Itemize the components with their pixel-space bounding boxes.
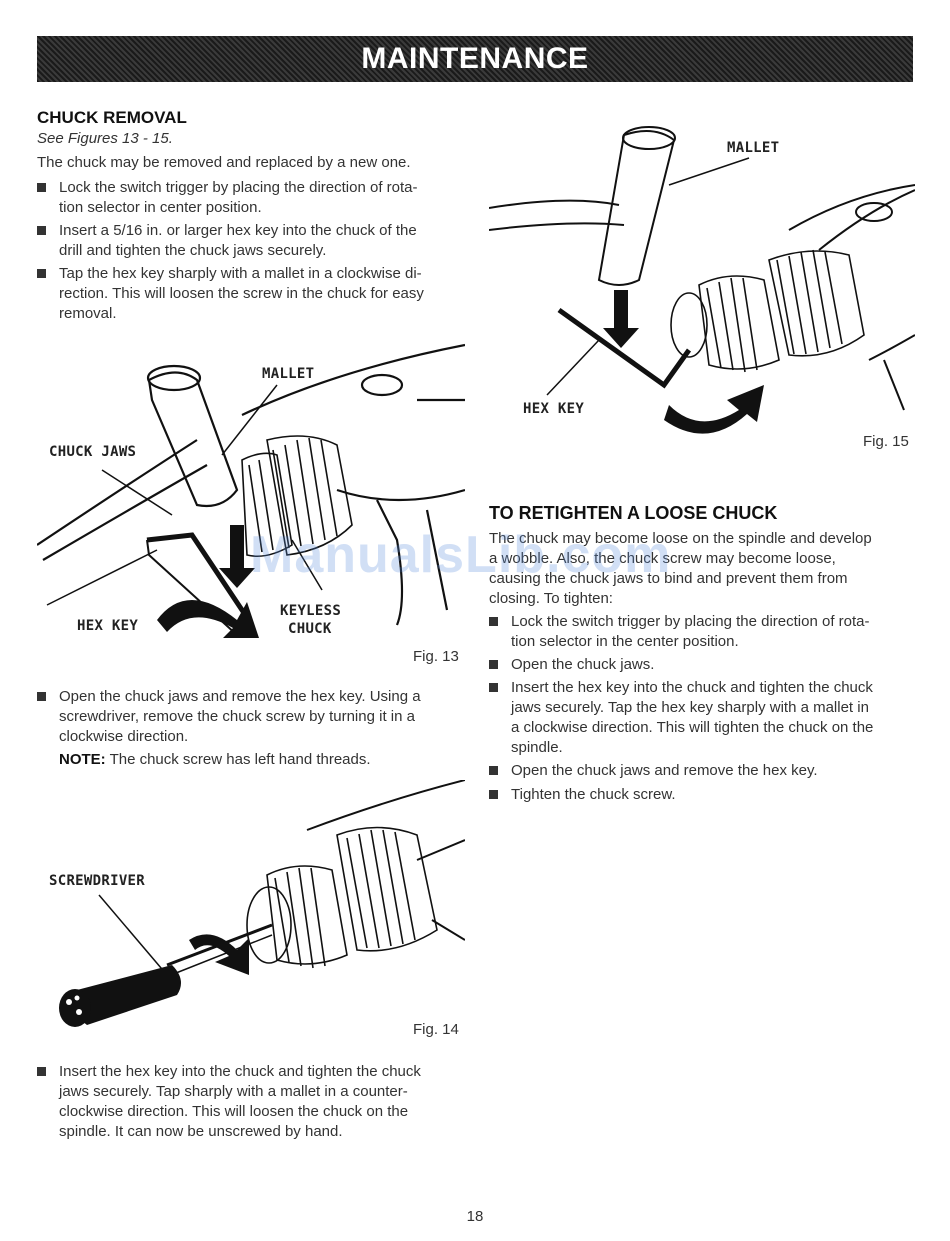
line: spindle. It can now be unscrewed by hand… bbox=[59, 1123, 343, 1140]
note-label: NOTE: bbox=[59, 751, 106, 768]
line: clockwise direction. bbox=[59, 728, 189, 745]
line: Lock the switch trigger by placing the d… bbox=[511, 613, 870, 630]
figure-14-illustration: SCREWDRIVER bbox=[49, 780, 465, 1027]
callout-chuck: CHUCK bbox=[288, 621, 332, 637]
line: drill and tighten the chuck jaws securel… bbox=[59, 242, 327, 259]
figure-15-illustration: MALLET HEX KEY bbox=[489, 126, 915, 434]
page-number: 18 bbox=[466, 1208, 484, 1225]
callout-mallet: MALLET bbox=[727, 140, 779, 156]
line: jaws securely. Tap the hex key sharply w… bbox=[511, 699, 869, 716]
line: Lock the switch trigger by placing the d… bbox=[59, 179, 418, 196]
callout-keyless: KEYLESS bbox=[280, 603, 341, 619]
banner-title: MAINTENANCE bbox=[361, 42, 589, 75]
list-item: Open the chuck jaws and remove the hex k… bbox=[37, 687, 489, 747]
line: closing. To tighten: bbox=[489, 590, 613, 607]
list-item: Insert the hex key into the chuck and ti… bbox=[37, 1062, 489, 1142]
note-text: The chuck screw has left hand threads. bbox=[105, 751, 371, 768]
list-item: Tighten the chuck screw. bbox=[489, 785, 936, 805]
line: causing the chuck jaws to bind and preve… bbox=[489, 570, 848, 587]
line: clockwise direction. This will loosen th… bbox=[59, 1103, 409, 1120]
line: Insert the hex key into the chuck and ti… bbox=[59, 1063, 421, 1080]
chuck-removal-heading: CHUCK REMOVAL bbox=[37, 108, 187, 127]
callout-chuck-jaws: CHUCK JAWS bbox=[49, 444, 136, 460]
list-item: Open the chuck jaws. bbox=[489, 655, 936, 675]
see-figures-note: See Figures 13 - 15. bbox=[37, 130, 173, 147]
figure-13-illustration: MALLET CHUCK JAWS HEX KEY KEYLESS CHUCK bbox=[37, 343, 465, 638]
line: Insert the hex key into the chuck and ti… bbox=[511, 679, 873, 696]
callout-hex-key: HEX KEY bbox=[523, 401, 584, 417]
list-item: Insert a 5/16 in. or larger hex key into… bbox=[37, 221, 489, 261]
figure-15-caption: Fig. 15 bbox=[863, 433, 909, 450]
watermark: ManualsLib.com bbox=[250, 526, 672, 584]
line: removal. bbox=[59, 305, 117, 322]
line: Open the chuck jaws and remove the hex k… bbox=[59, 688, 421, 705]
line: a clockwise direction. This will tighten… bbox=[511, 719, 874, 736]
line: tion selector in the center position. bbox=[511, 633, 739, 650]
line: jaws securely. Tap sharply with a mallet… bbox=[59, 1083, 408, 1100]
retighten-heading: TO RETIGHTEN A LOOSE CHUCK bbox=[489, 503, 778, 523]
figure-13-caption: Fig. 13 bbox=[413, 648, 459, 665]
line: Tap the hex key sharply with a mallet in… bbox=[59, 265, 422, 282]
line: screwdriver, remove the chuck screw by t… bbox=[59, 708, 415, 725]
list-item: Open the chuck jaws and remove the hex k… bbox=[489, 761, 936, 781]
line: tion selector in center position. bbox=[59, 199, 262, 216]
intro-paragraph: The chuck may be removed and replaced by… bbox=[37, 154, 411, 171]
callout-hex-key: HEX KEY bbox=[77, 618, 138, 634]
line: rection. This will loosen the screw in t… bbox=[59, 285, 424, 302]
callout-mallet: MALLET bbox=[262, 366, 314, 382]
callout-screwdriver: SCREWDRIVER bbox=[49, 873, 145, 889]
retighten-intro: The chuck may become loose on the spindl… bbox=[489, 529, 914, 609]
line: a wobble. Also, the chuck screw may beco… bbox=[489, 550, 836, 567]
list-item: Lock the switch trigger by placing the d… bbox=[489, 612, 936, 652]
section-banner: MAINTENANCE bbox=[37, 36, 913, 82]
line: Open the chuck jaws and remove the hex k… bbox=[511, 762, 818, 779]
line: Insert a 5/16 in. or larger hex key into… bbox=[59, 222, 417, 239]
line: Tighten the chuck screw. bbox=[511, 786, 676, 803]
line: The chuck may become loose on the spindl… bbox=[489, 530, 872, 547]
list-item: Tap the hex key sharply with a mallet in… bbox=[37, 264, 489, 324]
list-item: Insert the hex key into the chuck and ti… bbox=[489, 678, 936, 758]
list-item: Lock the switch trigger by placing the d… bbox=[37, 178, 489, 218]
figure-14-caption: Fig. 14 bbox=[413, 1021, 459, 1038]
line: Open the chuck jaws. bbox=[511, 656, 655, 673]
line: spindle. bbox=[511, 739, 563, 756]
note-line: NOTE: The chuck screw has left hand thre… bbox=[59, 750, 371, 770]
